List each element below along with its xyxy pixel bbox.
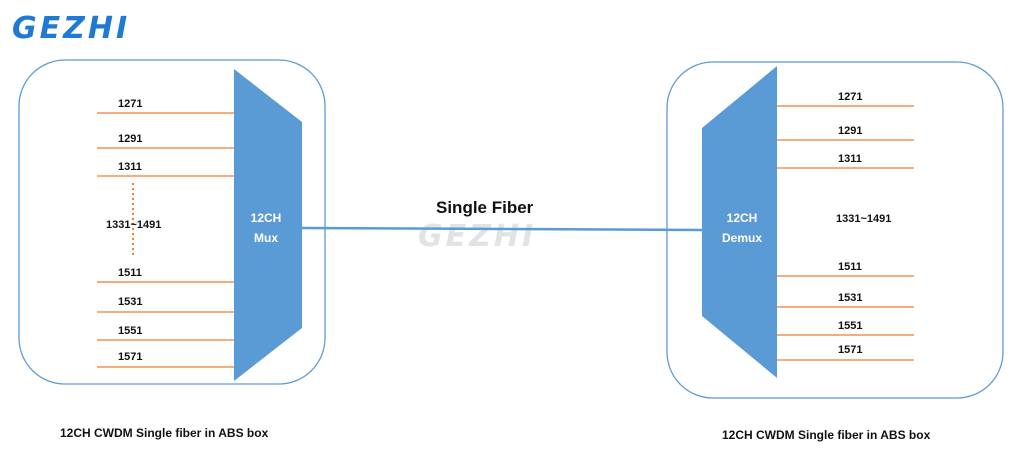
mux-channel-lines: [97, 112, 234, 368]
mux-caption: 12CH CWDM Single fiber in ABS box: [60, 426, 269, 440]
demux-channel-label: 1571: [838, 344, 862, 356]
mux-channel-label: 1531: [118, 296, 142, 308]
single-fiber-label: Single Fiber: [436, 198, 534, 217]
demux-channel-label: 1551: [838, 320, 862, 332]
demux-channel-label: 1511: [838, 261, 862, 273]
demux-label-line1: 12CH: [727, 211, 758, 225]
mux-label-line1: 12CH: [251, 211, 282, 225]
demux-channel-label: 1311: [838, 153, 862, 165]
demux-channel-labels: 1271 1291 1311 1331~1491 1511 1531 1551 …: [836, 91, 891, 356]
mux-channel-label: 1331~1491: [106, 219, 161, 231]
demux-channel-label: 1291: [838, 125, 862, 137]
demux-channel-label: 1531: [838, 292, 862, 304]
watermark: GEZHI: [418, 219, 536, 254]
demux-channel-lines: [777, 105, 914, 361]
logo-text: GEZHI: [12, 11, 130, 46]
single-fiber-line: [301, 226, 703, 232]
mux-channel-labels: 1271 1291 1311 1331~1491 1511 1531 1551 …: [106, 98, 161, 363]
demux-channel-label: 1271: [838, 91, 862, 103]
mux-channel-label: 1271: [118, 98, 142, 110]
mux-channel-label: 1571: [118, 351, 142, 363]
demux-trapezoid: [702, 66, 777, 378]
demux-label-line2: Demux: [722, 231, 762, 245]
mux-label-line2: Mux: [254, 231, 278, 245]
mux-channel-label: 1311: [118, 161, 142, 173]
mux-trapezoid: [234, 69, 302, 381]
mux-box: [18, 59, 326, 385]
demux-caption: 12CH CWDM Single fiber in ABS box: [722, 428, 931, 442]
mux-channel-label: 1511: [118, 267, 142, 279]
mux-channel-label: 1291: [118, 133, 142, 145]
logo: GEZHI: [12, 11, 130, 46]
mux-channel-label: 1551: [118, 325, 142, 337]
demux-channel-label: 1331~1491: [836, 213, 891, 225]
